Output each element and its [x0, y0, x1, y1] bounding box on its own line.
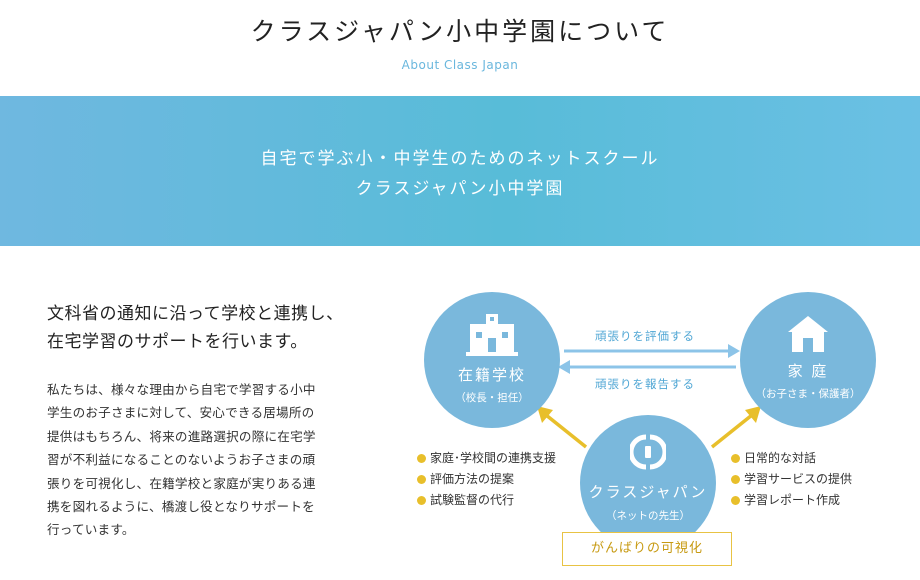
lead-text: 文科省の通知に沿って学校と連携し、 在宅学習のサポートを行います。 [47, 300, 377, 356]
hero-school-name: クラスジャパン小中学園 [355, 179, 565, 199]
relationship-diagram: 頑張りを評価する 頑張りを報告する 在籍学校 （校長・担任） 家 庭 （お子さま… [390, 255, 910, 575]
home-circle: 家 庭 （お子さま・保護者） [740, 292, 876, 428]
arrow-cj-to-school [544, 413, 588, 449]
list-item-text: 評価方法の提案 [430, 472, 515, 486]
list-item: 学習サービスの提供 [731, 469, 852, 490]
house-icon [788, 316, 828, 352]
body-line: 習が不利益になることのないようお子さまの頑 [47, 452, 316, 468]
classjapan-sublabel: （ネットの先生） [606, 510, 690, 522]
hero-tagline: 自宅で学ぶ小・中学生のためのネットスクール [260, 149, 660, 169]
list-item-text: 学習レポート作成 [744, 493, 841, 507]
list-item: 日常的な対話 [731, 448, 852, 469]
hero-banner: 自宅で学ぶ小・中学生のためのネットスクール クラスジャパン小中学園 [0, 96, 920, 246]
classjapan-circle: クラスジャパン （ネットの先生） [580, 415, 716, 551]
arrow-cj-to-home [710, 413, 754, 449]
arrow-label-report: 頑張りを報告する [595, 377, 695, 391]
section-header: クラスジャパン小中学園について About Class Japan [0, 0, 920, 96]
list-item: 評価方法の提案 [417, 469, 556, 490]
body-line: 行っています。 [47, 522, 135, 538]
classjapan-logo-icon [630, 434, 666, 470]
list-item-text: 試験監督の代行 [430, 493, 515, 507]
school-building-icon [466, 314, 518, 356]
body-line: 携を図れるように、橋渡し役となりサポートを [47, 499, 315, 515]
list-item-text: 学習サービスの提供 [744, 472, 853, 486]
home-sublabel: （お子さま・保護者） [755, 388, 861, 400]
lead-line: 文科省の通知に沿って学校と連携し、 [47, 304, 344, 324]
page-subtitle: About Class Japan [401, 58, 519, 72]
page-title: クラスジャパン小中学園について [250, 17, 670, 46]
visualization-badge: がんばりの可視化 [562, 532, 732, 566]
lead-line: 在宅学習のサポートを行います。 [47, 332, 308, 352]
list-item-text: 家庭･学校間の連携支援 [430, 451, 557, 465]
list-item-text: 日常的な対話 [744, 451, 817, 465]
school-support-list: 家庭･学校間の連携支援 評価方法の提案 試験監督の代行 [417, 448, 556, 511]
school-circle: 在籍学校 （校長・担任） [424, 292, 560, 428]
body-line: 張りを可視化し、在籍学校と家庭が実りある連 [47, 475, 316, 491]
bullet-dot-icon [417, 496, 426, 505]
arrowhead-left [558, 360, 570, 374]
body-line: 学生のお子さまに対して、安心できる居場所の [47, 405, 315, 421]
body-line: 私たちは、様々な理由から自宅で学習する小中 [47, 382, 316, 397]
school-label: 在籍学校 [457, 366, 526, 384]
bullet-dot-icon [731, 496, 740, 505]
school-sublabel: （校長・担任） [455, 392, 529, 404]
arrow-label-evaluate: 頑張りを評価する [595, 329, 695, 343]
body-line: 提供はもちろん、将来の進路選択の際に在宅学 [47, 428, 316, 444]
bullet-dot-icon [731, 475, 740, 484]
list-item: 試験監督の代行 [417, 490, 556, 511]
arrowhead-right [728, 344, 740, 358]
bullet-dot-icon [417, 475, 426, 484]
diagram-arrows [537, 344, 761, 449]
body-paragraph: 私たちは、様々な理由から自宅で学習する小中 学生のお子さまに対して、安心できる居… [47, 378, 377, 542]
list-item: 家庭･学校間の連携支援 [417, 448, 556, 469]
list-item: 学習レポート作成 [731, 490, 852, 511]
home-label: 家 庭 [787, 362, 829, 380]
bullet-dot-icon [417, 454, 426, 463]
arrowhead-school [537, 406, 553, 423]
home-support-list: 日常的な対話 学習サービスの提供 学習レポート作成 [731, 448, 852, 511]
bullet-dot-icon [731, 454, 740, 463]
arrowhead-home [745, 406, 761, 423]
classjapan-label: クラスジャパン [588, 483, 708, 501]
